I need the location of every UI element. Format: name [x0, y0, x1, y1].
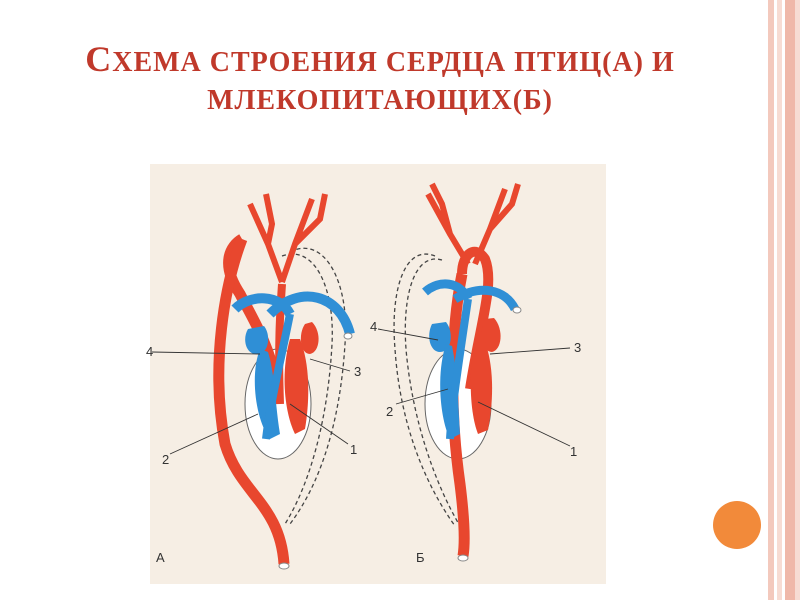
- panel-a-label-1: 1: [350, 442, 357, 457]
- title-line-2: МЛЕКОПИТАЮЩИХ(Б): [207, 85, 553, 116]
- orange-circle-decoration: [713, 501, 761, 549]
- panel-a-carotids: [247, 193, 328, 284]
- panel-a-label-2: 2: [162, 452, 169, 467]
- panel-b-label-2: 2: [386, 404, 393, 419]
- panel-b-right-atrium: [429, 322, 451, 352]
- panel-b-label-3: 3: [574, 340, 581, 355]
- panel-a-right-ventricle: [254, 349, 280, 439]
- panel-b-left-ventricle: [470, 339, 493, 434]
- decor-stripe-2: [777, 0, 782, 600]
- panel-a-left-ventricle: [284, 339, 309, 434]
- panel-b-left-atrium: [481, 318, 501, 352]
- decor-stripe-4: [795, 0, 800, 600]
- panel-a-pulmonary-loop: [289, 247, 347, 525]
- panel-a-label-4: 4: [146, 344, 153, 359]
- title-capital-letter: С: [85, 39, 113, 79]
- panel-a-aorta: [223, 234, 284, 390]
- panel-a-label-3: 3: [354, 364, 361, 379]
- panel-a-venae-cavae: [231, 291, 355, 336]
- panel-a-right-atrium: [245, 326, 269, 355]
- panel-a-bird-heart: 4 3 2 1 А: [146, 193, 361, 570]
- heart-diagram: 4 3 2 1 А: [146, 164, 606, 584]
- panel-b-label-1: 1: [570, 444, 577, 459]
- decor-stripe-1: [768, 0, 774, 600]
- panel-b-letter: Б: [416, 550, 425, 565]
- panel-b-venae-cavae: [422, 279, 520, 312]
- slide-title: СХЕМА СТРОЕНИЯ СЕРДЦА ПТИЦ(А) И МЛЕКОПИТ…: [20, 40, 740, 120]
- panel-a-left-atrium: [300, 322, 319, 354]
- panel-b-label-4: 4: [370, 319, 377, 334]
- panel-a-letter: А: [156, 550, 165, 565]
- panel-b-carotids: [425, 182, 521, 266]
- title-line-1: ХЕМА СТРОЕНИЯ СЕРДЦА ПТИЦ(А) И: [112, 47, 675, 78]
- decor-stripe-3: [785, 0, 795, 600]
- panel-b-pulmonary-loop: [393, 253, 456, 527]
- panel-b-mammal-heart: 4 3 2 1 Б: [370, 182, 581, 565]
